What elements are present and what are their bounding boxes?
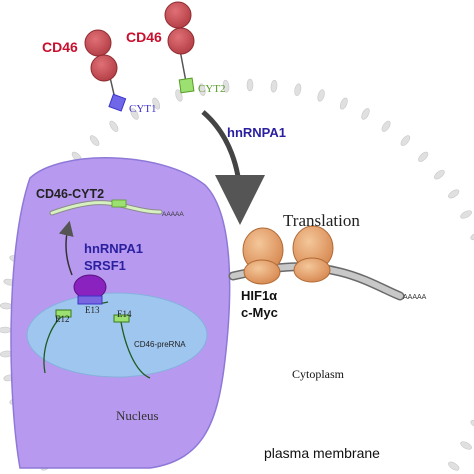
membrane-dot xyxy=(460,441,472,450)
cd46-domain xyxy=(90,54,118,82)
membrane-dot xyxy=(0,302,13,310)
cd46-domain xyxy=(164,1,192,29)
membrane-dot xyxy=(470,232,474,241)
srsf1-label: SRSF1 xyxy=(84,258,126,273)
translation-label: Translation xyxy=(283,211,360,230)
membrane-dot xyxy=(317,89,325,102)
cd46-cyt1-receptor xyxy=(84,29,127,112)
membrane-dot xyxy=(460,210,472,219)
plasma-membrane-label: plasma membrane xyxy=(264,445,380,461)
membrane-dot xyxy=(222,79,230,93)
cyt2-box xyxy=(178,77,195,94)
cd46-domain xyxy=(167,27,195,55)
membrane-dot xyxy=(400,135,411,146)
membrane-dot xyxy=(418,151,429,162)
membrane-dot xyxy=(109,120,119,132)
ribosome xyxy=(292,225,334,283)
cyt2-label: CYT2 xyxy=(198,83,226,95)
cd46-domain xyxy=(84,29,112,57)
membrane-dot xyxy=(434,169,445,180)
membrane-dot xyxy=(448,461,460,471)
cyt1-label: CYT1 xyxy=(129,103,157,115)
cytoplasm-label: Cytoplasm xyxy=(292,367,345,381)
membrane-dot xyxy=(339,97,348,110)
exon-e13 xyxy=(77,295,103,305)
membrane-dot xyxy=(270,79,278,93)
translation-arrow xyxy=(201,110,265,225)
membrane-dot xyxy=(246,78,254,92)
cd46-cyt2-label: CD46-CYT2 xyxy=(36,187,104,201)
membrane-dot xyxy=(152,97,161,110)
cmyc-label: c-Myc xyxy=(241,305,278,320)
nucleus-label: Nucleus xyxy=(116,408,159,423)
e13-label: E13 xyxy=(85,305,100,315)
cyt2-exon-mark xyxy=(111,199,127,208)
membrane-dot xyxy=(198,83,206,96)
membrane-dot xyxy=(448,189,460,199)
polya-cyto: AAAAA xyxy=(403,294,427,301)
cd46-prerna xyxy=(43,295,151,379)
cyt1-box xyxy=(108,93,127,112)
export-arrow xyxy=(58,220,74,276)
hnrnpa1-label-top: hnRNPA1 xyxy=(227,125,286,140)
membrane-dot xyxy=(0,326,12,334)
exon-e12 xyxy=(55,309,72,318)
srsf1-hnrnpa1-complex xyxy=(73,274,107,300)
membrane-dot xyxy=(361,108,370,120)
hnrnpa1-label-nucleus: hnRNPA1 xyxy=(84,241,143,256)
exon-e14 xyxy=(113,314,130,323)
splicing-zone xyxy=(26,292,208,378)
cd46-label-left: CD46 xyxy=(42,39,78,55)
hif1a-label: HIF1α xyxy=(241,288,277,303)
cd46-cyt2-receptor xyxy=(164,1,195,94)
cd46-prerna-label: CD46-preRNA xyxy=(134,340,186,349)
membrane-dot xyxy=(89,135,100,146)
membrane-dot xyxy=(381,120,391,132)
polya-nuclear: AAAAA xyxy=(162,211,184,218)
membrane-dot xyxy=(470,419,474,428)
e12-label: E12 xyxy=(55,314,70,324)
e14-label: E14 xyxy=(117,309,132,319)
cd46-label-right: CD46 xyxy=(126,29,162,45)
membrane-dot xyxy=(294,83,302,96)
membrane-dot xyxy=(130,108,139,120)
ribosome xyxy=(242,227,284,285)
